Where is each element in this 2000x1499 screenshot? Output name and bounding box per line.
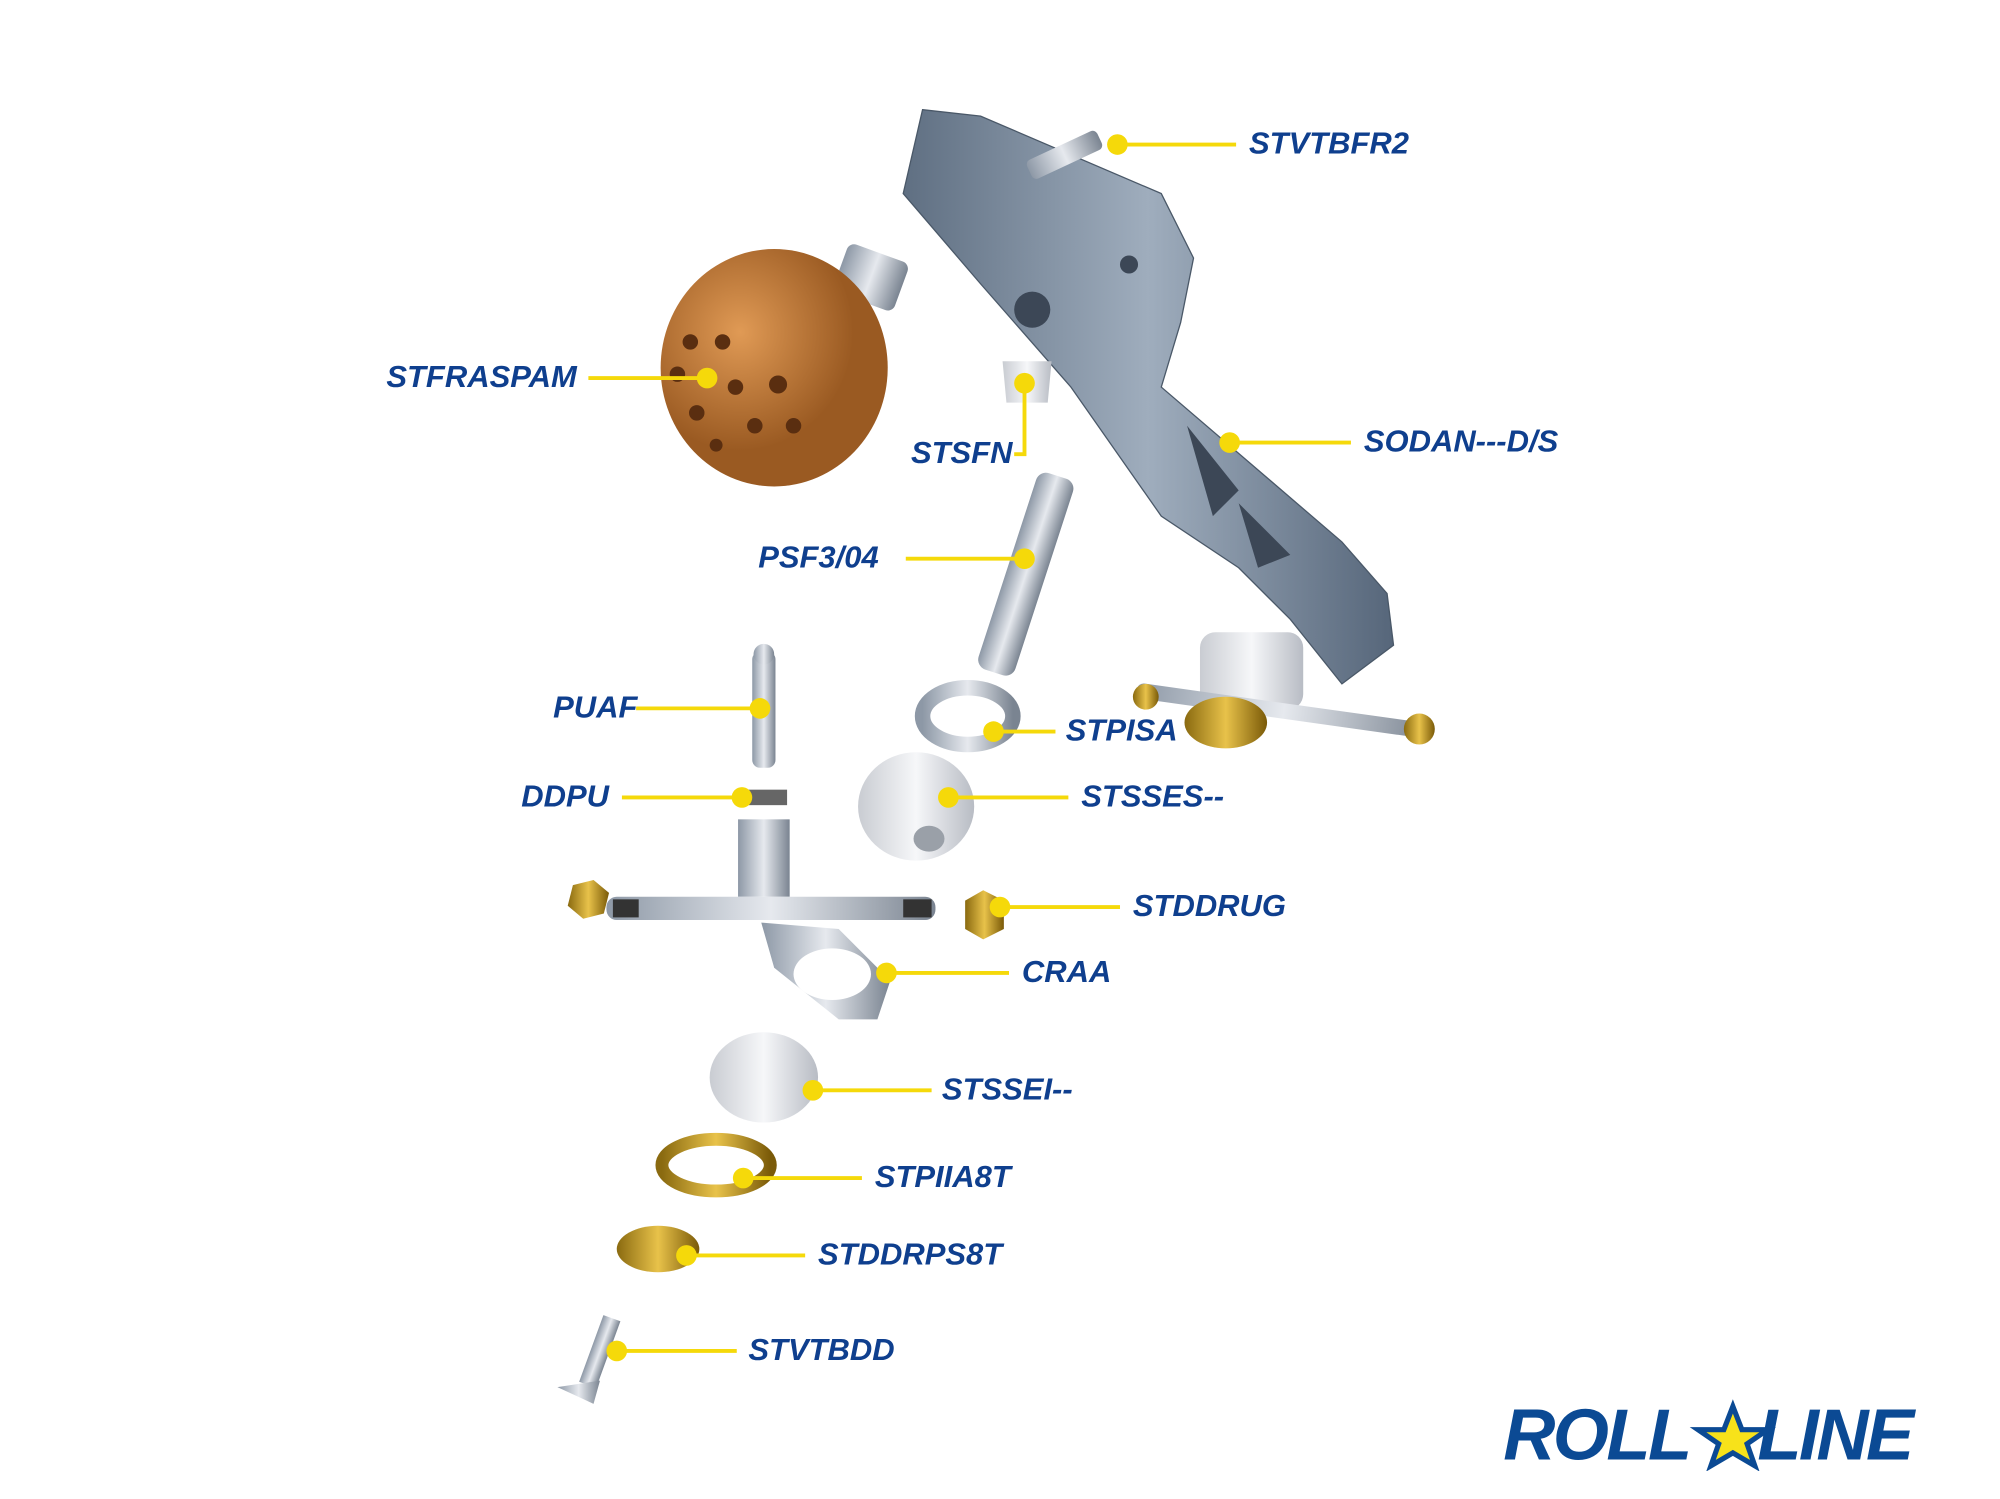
label-stpiia8t: STPIIA8T xyxy=(874,1159,1011,1195)
label-stvtbdd: STVTBDD xyxy=(748,1332,895,1368)
label-stddrug: STDDRUG xyxy=(1132,889,1287,924)
label-stsfn: STSFN xyxy=(910,436,1013,471)
label-puaf: PUAF xyxy=(553,690,638,726)
label-sodan: SODAN---D/S xyxy=(1363,424,1559,460)
washer-stpisa xyxy=(914,679,1021,753)
leader-lines xyxy=(588,142,1351,1353)
label-stpisa: STPISA xyxy=(1065,713,1178,749)
screw-stvtbfr2 xyxy=(1026,130,1103,179)
label-stsses: STSSES-- xyxy=(1081,779,1225,815)
cushion-stsses xyxy=(858,752,975,861)
cushion-stssei xyxy=(709,1032,819,1123)
leader-dots xyxy=(606,134,1240,1362)
label-ddpu: DDPU xyxy=(521,779,610,815)
label-stfraspam: STFRASPAM xyxy=(386,359,577,395)
kingpin-psf304 xyxy=(978,472,1074,676)
label-stssei: STSSEI-- xyxy=(941,1072,1073,1108)
label-stddrps8t: STDDRPS8T xyxy=(818,1237,1003,1273)
toe-stop-part xyxy=(660,244,908,487)
truck-assembly xyxy=(1132,632,1435,749)
label-craa: CRAA xyxy=(1021,954,1112,990)
ring-ddpu xyxy=(745,789,788,806)
logo-star-icon xyxy=(1689,1399,1777,1471)
plate-part xyxy=(902,108,1395,685)
hanger-craa xyxy=(567,819,936,1020)
label-stvtbfr2: STVTBFR2 xyxy=(1249,126,1410,162)
washer-stpiia8t xyxy=(655,1132,777,1198)
screw-stvtbdd xyxy=(557,1315,621,1404)
roll-line-logo: ROLL LINE xyxy=(1503,1398,1968,1471)
label-psf304: PSF3/04 xyxy=(758,540,879,576)
